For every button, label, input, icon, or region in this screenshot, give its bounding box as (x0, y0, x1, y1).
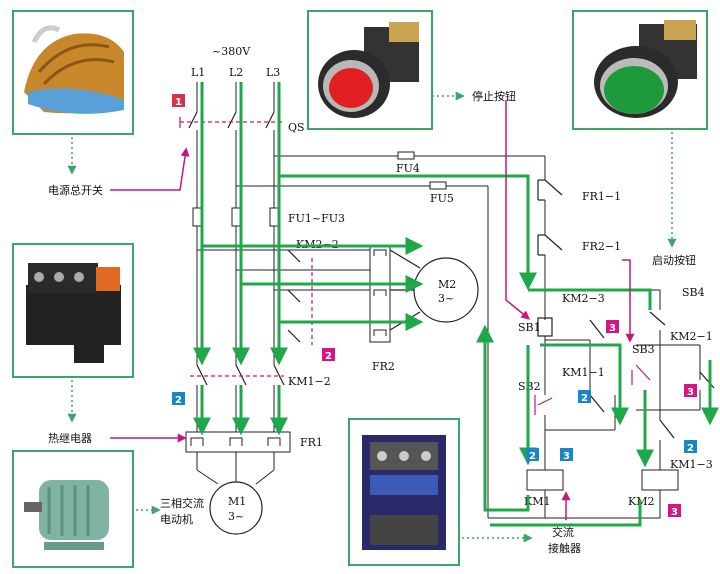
sb3-label: SB3 (632, 343, 655, 356)
fu4-fuse (397, 151, 415, 160)
step-badge-label: 2 (175, 395, 182, 406)
contactor-callout-2: 接触器 (548, 541, 581, 555)
motor-icon (24, 480, 109, 550)
m1-motor (209, 481, 263, 535)
fr1-1-label: FR1−1 (582, 190, 621, 203)
fu-main-label: FU1~FU3 (288, 212, 345, 225)
step-badge-label: 3 (687, 387, 694, 398)
contactor-photo (348, 418, 460, 566)
step-badge: 3 (668, 504, 681, 518)
contactor-icon (362, 435, 446, 550)
contactor-callout-1: 交流 (552, 525, 574, 539)
stop-button-photo (307, 10, 433, 130)
step-badge: 2 (172, 392, 185, 406)
stop-button-callout: 停止按钮 (472, 89, 516, 103)
photo-pointers (67, 91, 677, 543)
fr2-1-label: FR2−1 (582, 240, 621, 253)
phase-l2-label: L2 (229, 66, 243, 79)
step-badge-label: 3 (671, 507, 678, 518)
fr2-element (369, 245, 391, 343)
start-button-photo (572, 10, 708, 130)
step-badge: 1 (172, 94, 185, 108)
callout-lines (110, 100, 635, 520)
m2-name: M2 (438, 278, 456, 291)
fr1-element (185, 431, 291, 453)
m2-motor (389, 249, 479, 331)
qs-switch (179, 111, 284, 129)
step-badge-label: 2 (325, 351, 332, 362)
step-badge: 3 (560, 448, 573, 462)
km1-coil-label: KM1 (524, 495, 550, 508)
km2-1-label: KM2−1 (670, 330, 713, 343)
red-pushbutton-icon (318, 22, 419, 118)
current-flow-arrows (193, 82, 719, 527)
step-badge: 2 (526, 448, 539, 462)
knife-switch-icon (24, 25, 124, 114)
phase-l3-label: L3 (266, 66, 280, 79)
km1-coil (526, 469, 564, 491)
step-badge-label: 3 (609, 323, 616, 334)
step-badge: 2 (578, 390, 591, 404)
km2-2-contacts (287, 249, 313, 345)
voltage-label: ~380V (212, 45, 251, 58)
fu5-fuse (429, 181, 447, 190)
main-fuses (192, 207, 279, 227)
step-badge-label: 2 (581, 393, 588, 404)
fr2-label: FR2 (372, 360, 395, 373)
step-badge: 2 (684, 440, 697, 454)
phase-l1-label: L1 (191, 66, 205, 79)
fr-contacts (537, 179, 563, 256)
m2-type: 3~ (438, 292, 454, 305)
m1-type: 3~ (228, 510, 244, 523)
step-badge-label: 1 (175, 97, 182, 108)
sb1-label: SB1 (518, 321, 541, 334)
motor-photo (12, 450, 134, 568)
step-badge-label: 3 (563, 451, 570, 462)
m1-name: M1 (228, 495, 246, 508)
switch-photo (12, 10, 134, 135)
km1-2-contacts (190, 364, 285, 386)
main-switch-callout: 电源总开关 (48, 183, 103, 197)
km1-1-label: KM1−1 (562, 366, 605, 379)
step-badge-label: 2 (687, 443, 694, 454)
km1-2-label: KM1−2 (288, 375, 331, 388)
start-button-callout: 启动按钮 (652, 253, 696, 267)
thermal-relay-callout: 热继电器 (48, 432, 92, 445)
step-badge: 2 (322, 348, 335, 362)
fr1-label: FR1 (300, 436, 323, 449)
sb4-label: SB4 (682, 286, 705, 299)
qs-label: QS (288, 121, 305, 134)
step-badge-label: 2 (529, 451, 536, 462)
km1-3-label: KM1−3 (670, 458, 713, 471)
step-badge: 3 (684, 384, 697, 398)
motor-callout-1: 三相交流 (160, 496, 204, 510)
fu5-label: FU5 (430, 192, 454, 205)
aux-contacts (589, 319, 715, 439)
step-badge: 3 (606, 320, 619, 334)
fu4-label: FU4 (396, 162, 420, 175)
green-pushbutton-icon (594, 20, 697, 118)
motor-callout-2: 电动机 (160, 512, 193, 526)
km2-coil (641, 469, 679, 491)
km2-3-label: KM2−3 (562, 292, 605, 305)
relay-photo (12, 243, 134, 378)
push-buttons (534, 311, 666, 415)
thermal-relay-icon (26, 263, 121, 363)
